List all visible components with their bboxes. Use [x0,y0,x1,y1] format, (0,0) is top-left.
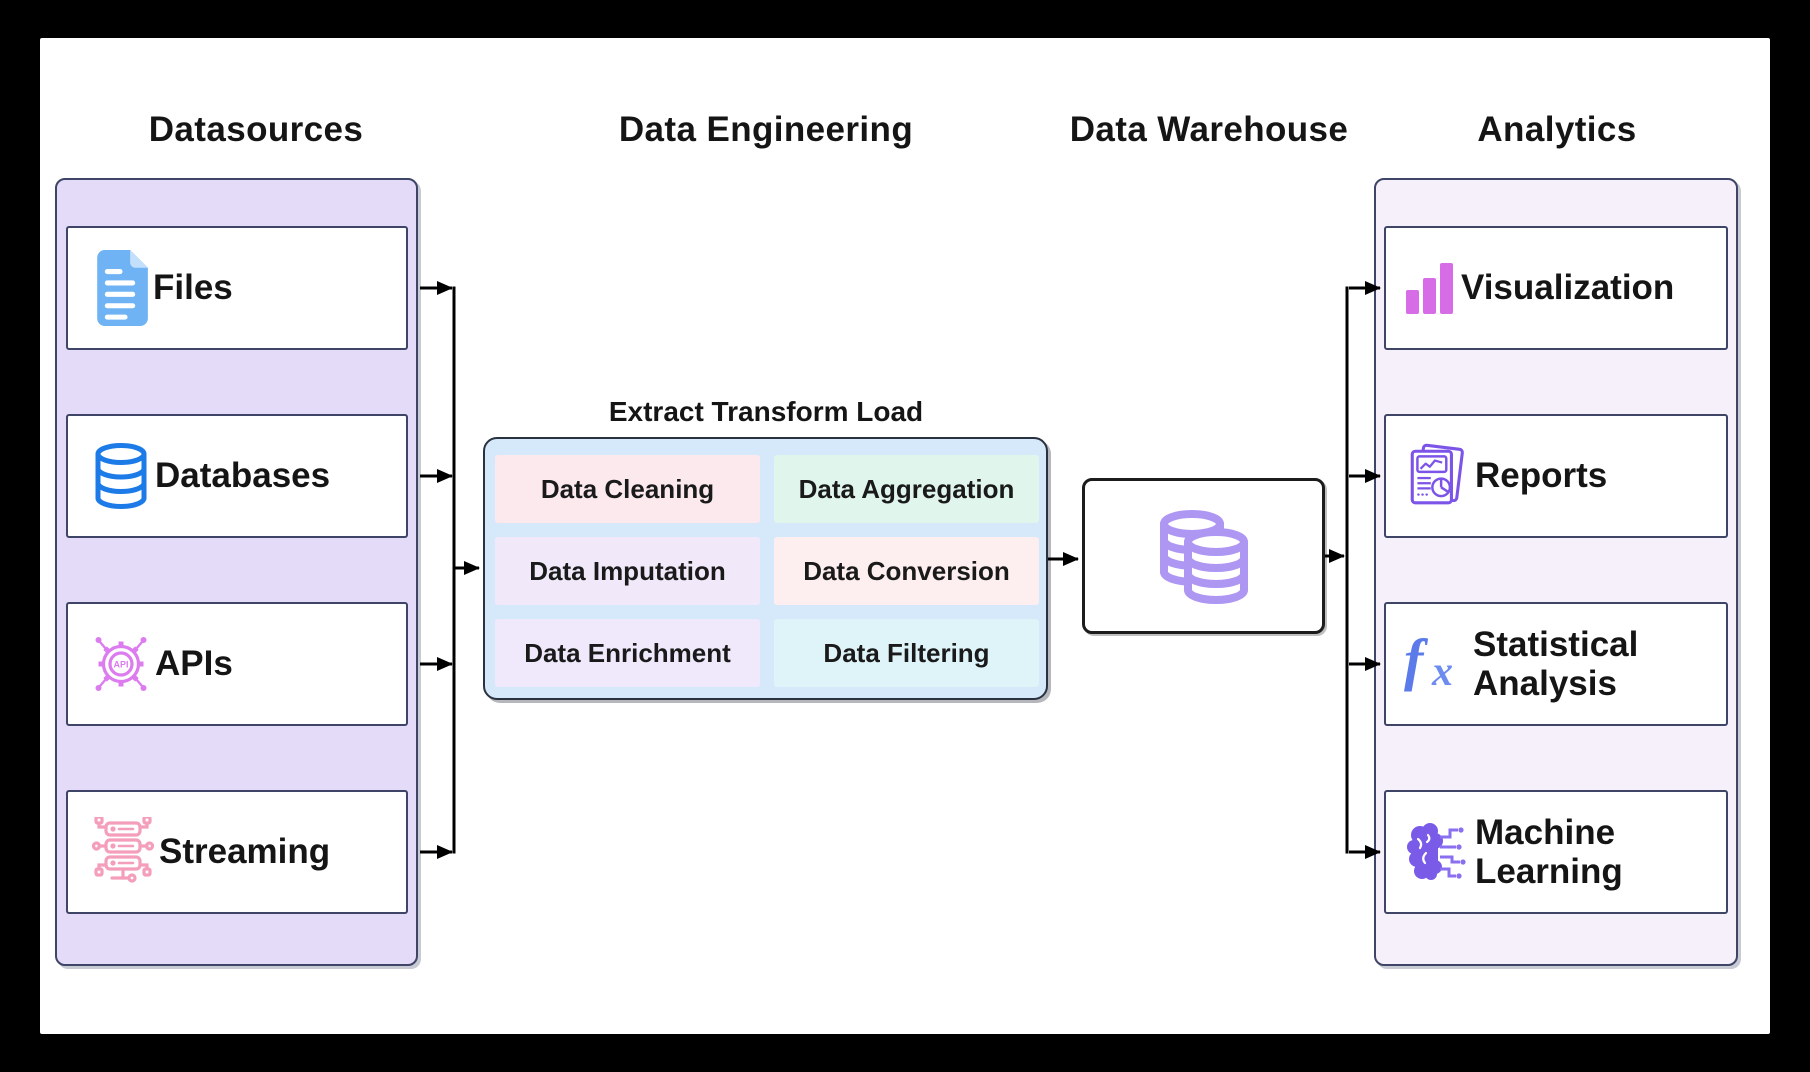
report-document-icon [1404,443,1470,509]
etl-cell-data-conversion: Data Conversion [774,537,1039,605]
datasource-label: APIs [155,644,233,684]
etl-cell-data-aggregation: Data Aggregation [774,455,1039,523]
analytics-label: Reports [1475,456,1608,496]
database-stack-icon [1152,506,1256,606]
analytics-item-machine-learning: Machine Learning [1384,790,1728,914]
fx-f-glyph: f [1404,633,1429,692]
datasource-item-streaming: Streaming [66,790,408,914]
etl-cell-data-filtering: Data Filtering [774,619,1039,687]
header-data-warehouse: Data Warehouse [1069,110,1349,149]
header-datasources: Datasources [148,110,364,149]
file-icon [92,250,148,326]
etl-panel: Data Cleaning Data Aggregation Data Impu… [483,437,1048,700]
datasource-label: Streaming [159,832,331,872]
datasource-item-files: Files [66,226,408,350]
datasource-item-apis: API APIs [66,602,408,726]
warehouse-box [1082,478,1325,634]
datasource-label: Files [153,268,233,308]
brain-circuit-icon [1404,821,1470,883]
database-icon [92,442,150,510]
streaming-server-icon [92,817,154,887]
etl-title: Extract Transform Load [608,396,924,427]
bar-chart-icon [1404,259,1456,317]
etl-cell-data-imputation: Data Imputation [495,537,760,605]
header-data-engineering: Data Engineering [618,110,914,149]
datasource-label: Databases [155,456,331,496]
analytics-item-reports: Reports [1384,414,1728,538]
fx-x-glyph: x [1431,649,1453,695]
analytics-label: Visualization [1461,268,1675,308]
api-gear-icon: API [92,632,150,696]
api-glyph: API [113,660,128,670]
etl-cell-data-cleaning: Data Cleaning [495,455,760,523]
etl-cell-data-enrichment: Data Enrichment [495,619,760,687]
analytics-item-statistical-analysis: f x Statistical Analysis [1384,602,1728,726]
analytics-label: Machine Learning [1475,812,1623,891]
fx-function-icon: f x [1404,633,1468,695]
header-analytics: Analytics [1477,110,1637,149]
analytics-item-visualization: Visualization [1384,226,1728,350]
analytics-label: Statistical Analysis [1473,624,1639,703]
datasource-item-databases: Databases [66,414,408,538]
